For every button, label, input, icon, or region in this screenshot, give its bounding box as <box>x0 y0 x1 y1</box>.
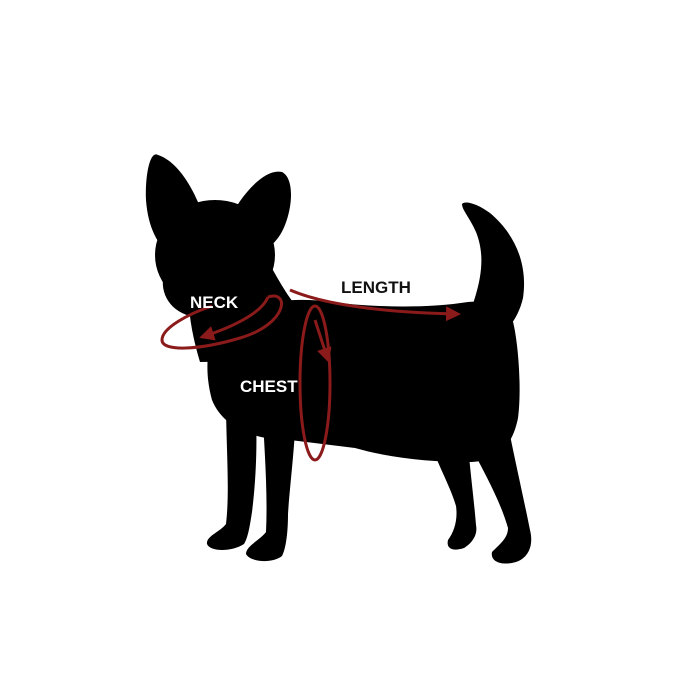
chest-label: CHEST <box>240 377 298 396</box>
length-label: LENGTH <box>341 278 411 297</box>
chest-measure-arrow <box>298 304 332 462</box>
dog-silhouette-icon <box>145 154 532 564</box>
neck-measure-arrow <box>160 294 283 350</box>
neck-label: NECK <box>190 293 239 312</box>
length-measure-arrow <box>289 288 461 322</box>
